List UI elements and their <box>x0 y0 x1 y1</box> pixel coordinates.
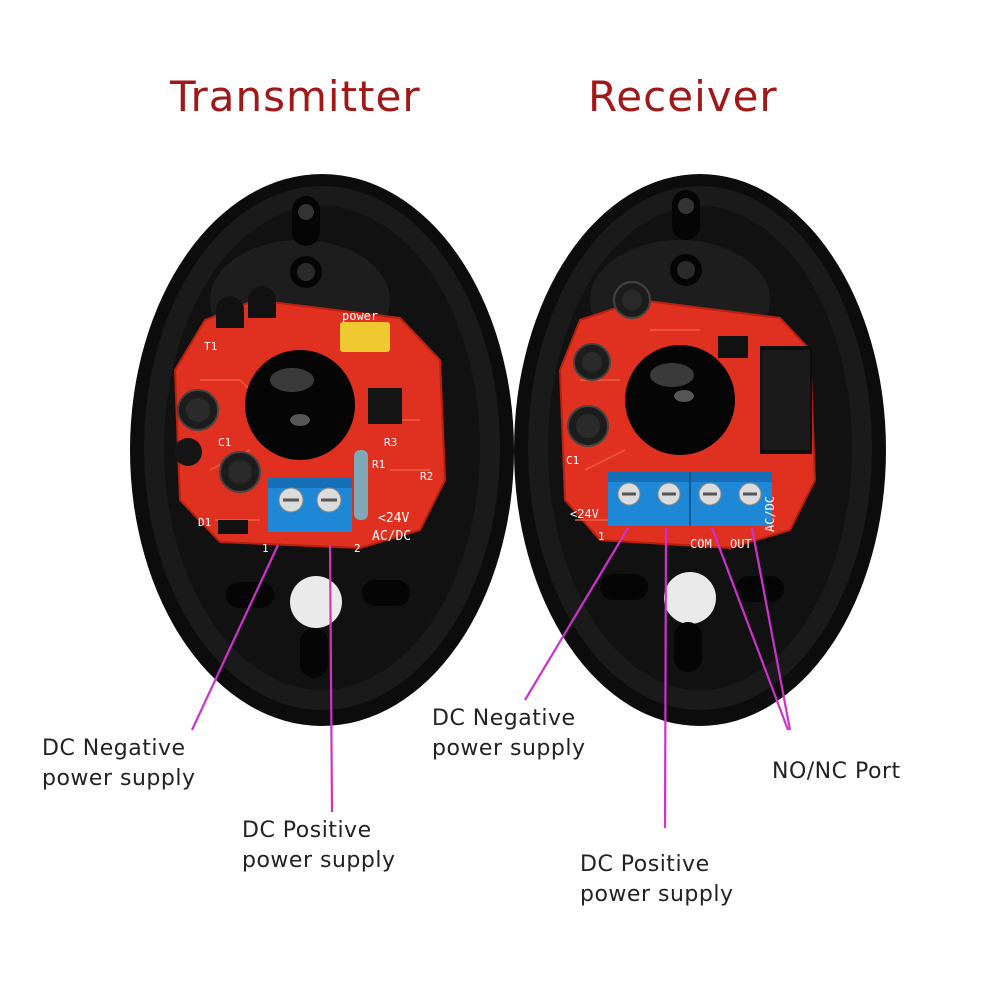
pcb-label: C1 <box>218 436 231 449</box>
rx-port-caption: NO/NC Port <box>772 759 901 784</box>
emitter-lens-icon <box>245 350 355 460</box>
tx-negative-callout-line <box>191 544 279 731</box>
pcb-label: OUT <box>730 537 752 551</box>
pcb-label: 2 <box>354 542 361 555</box>
rx-port-callout-line-b <box>750 527 792 731</box>
pcb-label: <24V <box>378 511 409 526</box>
tx-negative-caption: DC Negative power supply <box>42 736 196 791</box>
resistor-icon <box>354 450 368 520</box>
pcb-label: T1 <box>204 340 217 353</box>
pcb-label: D1 <box>198 516 211 529</box>
pcb-label: 1 <box>598 530 605 543</box>
pcb-label: R2 <box>420 470 433 483</box>
pcb-label: R3 <box>384 436 397 449</box>
tx-positive-caption: DC Positive power supply <box>242 818 396 873</box>
transmitter-unit: power <24V AC/DC 1 2 R1 R3 R2 T1 D1 C1 <box>130 174 514 726</box>
pcb-label: 1 <box>262 542 269 555</box>
rx-negative-callout-line <box>524 527 629 701</box>
pcb-label: COM <box>690 537 712 551</box>
capacitor-yellow-icon <box>340 322 390 352</box>
cable-hole-icon <box>290 576 342 628</box>
mount-slot-icon <box>292 196 320 246</box>
callout-lines <box>191 527 792 829</box>
transistor-icon <box>216 296 244 328</box>
tx-positive-callout-line <box>328 544 334 813</box>
rx-positive-callout-line <box>663 527 668 829</box>
rx-negative-caption: DC Negative power supply <box>432 706 586 761</box>
pcb-label: C1 <box>566 454 579 467</box>
rx-positive-caption: DC Positive power supply <box>580 852 734 907</box>
ic-chip-icon <box>368 388 402 424</box>
receiver-unit: <24V AC/DC COM OUT 1 C1 <box>514 174 886 726</box>
pcb-label: R1 <box>372 458 385 471</box>
receiver-title: Receiver <box>588 72 778 121</box>
transmitter-title: Transmitter <box>170 72 421 121</box>
rx-port-callout-line-a <box>710 527 790 731</box>
pcb-label: <24V <box>570 507 599 521</box>
pcb-label: AC/DC <box>372 529 411 544</box>
pcb-label: AC/DC <box>763 496 777 532</box>
pcb-label: power <box>342 309 378 323</box>
